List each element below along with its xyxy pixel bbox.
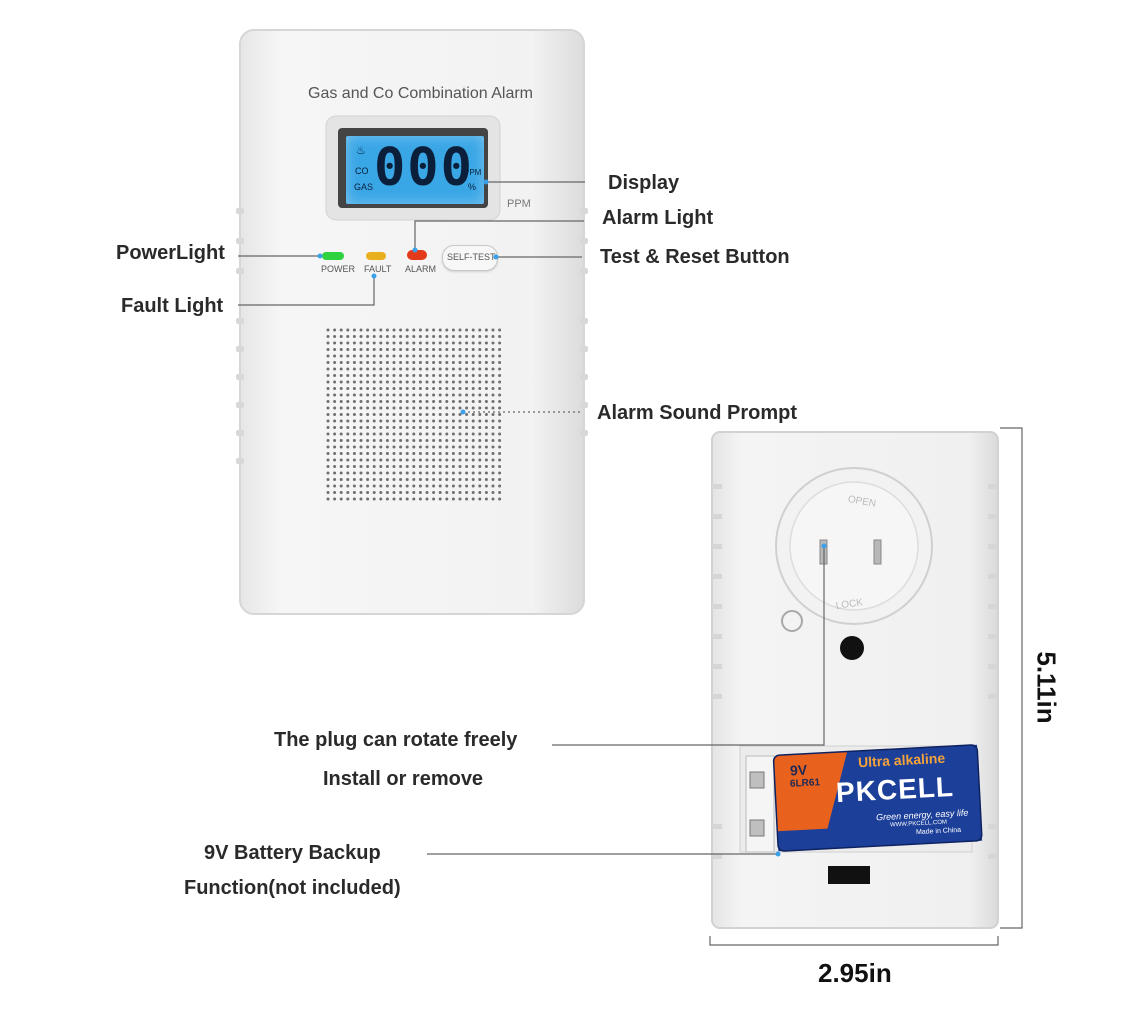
device-title: Gas and Co Combination Alarm	[308, 85, 533, 102]
callout-test-reset: Test & Reset Button	[600, 246, 790, 268]
lcd-gas-label: GAS	[354, 182, 374, 192]
callout-alarm-sound: Alarm Sound Prompt	[597, 402, 798, 424]
callout-battery-backup: 9V Battery Backup	[204, 842, 381, 864]
lcd-screen: 000 CO GAS PPM % ♨	[346, 136, 484, 204]
back-view: OPEN LOCK	[711, 431, 999, 929]
callout-fault-light: Fault Light	[121, 295, 224, 317]
dimension-width: 2.95in	[818, 958, 892, 988]
plug-lock-label: LOCK	[835, 597, 864, 612]
self-test-label: SELF-TEST	[447, 252, 496, 262]
dimension-height: 5.11in	[1031, 651, 1062, 724]
callout-install-remove: Install or remove	[323, 768, 484, 790]
speaker-grille	[326, 328, 502, 501]
battery	[772, 744, 983, 852]
lcd-digits: 000	[374, 138, 474, 198]
callout-alarm-light: Alarm Light	[602, 207, 714, 229]
display-ppm-label: PPM	[507, 198, 531, 210]
alarm-led-label: ALARM	[405, 264, 437, 274]
lcd-ppm-label: PPM	[464, 168, 482, 177]
callout-battery-function: Function(not included)	[184, 877, 401, 899]
lcd-co-label: CO	[355, 166, 369, 176]
lcd-percent-label: %	[468, 182, 477, 192]
mounting-hole	[840, 636, 864, 660]
power-led	[322, 252, 344, 260]
battery-latch[interactable]	[828, 866, 870, 884]
lcd-flame-icon: ♨	[356, 145, 366, 157]
fault-led-label: FAULT	[364, 264, 392, 274]
plug-prong-right	[873, 539, 882, 565]
self-test-button[interactable]: SELF-TEST	[442, 245, 498, 271]
alarm-led	[407, 250, 427, 260]
callout-display: Display	[608, 172, 680, 194]
plug-open-label: OPEN	[847, 494, 877, 510]
callout-plug-rotate: The plug can rotate freely	[274, 729, 518, 751]
callout-power-light: PowerLight	[116, 242, 225, 264]
fault-led	[366, 252, 386, 260]
power-led-label: POWER	[321, 264, 356, 274]
